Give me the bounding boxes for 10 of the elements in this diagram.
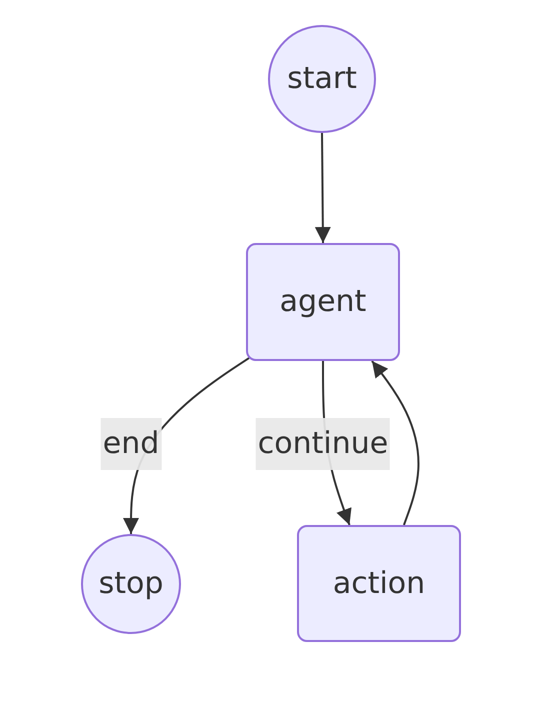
state-box: [297, 525, 461, 642]
node-label: action: [332, 566, 426, 602]
node-label: agent: [280, 284, 366, 320]
edge-label: end: [100, 418, 162, 470]
edge-label: continue: [256, 418, 390, 470]
state-box: [246, 243, 400, 361]
arrow: [371, 360, 420, 526]
node-label: stop: [98, 566, 164, 602]
arrow: [314, 132, 331, 244]
node-label: start: [287, 61, 357, 97]
